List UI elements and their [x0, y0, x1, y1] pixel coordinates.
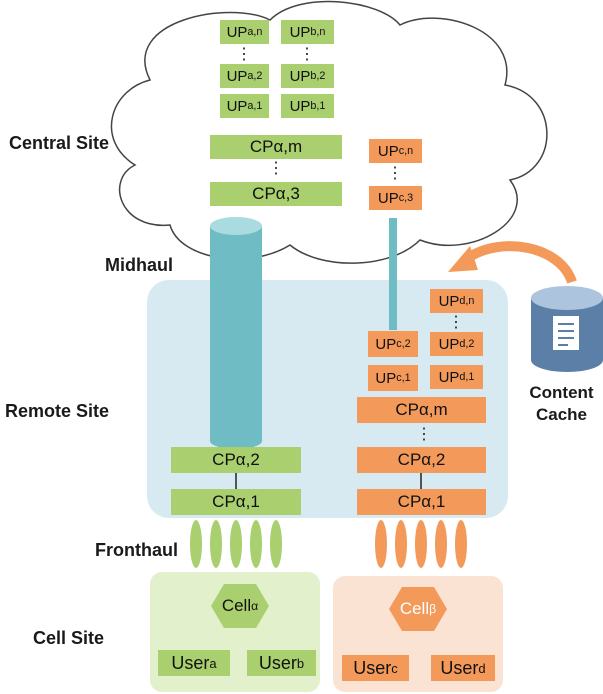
remote-right-cp-2-box: CPα,2 [357, 447, 486, 473]
central-site-label: Central Site [9, 133, 110, 153]
content-cache-icon [531, 286, 603, 372]
cell-site-label: Cell Site [33, 628, 105, 648]
fronthaul-label: Fronthaul [95, 540, 178, 560]
content-cache-line2: Cache [535, 405, 588, 424]
central-cp-ellipsis: ⋮ [268, 160, 284, 177]
up-c-ellipsis: ⋮ [387, 165, 403, 182]
central-cp-m-box: CPα,m [210, 135, 342, 159]
central-cp-3-box: CPα,3 [210, 182, 342, 206]
remote-up-d-ellipsis: ⋮ [448, 314, 464, 331]
cache-arrow [465, 241, 577, 284]
remote-right-cp-ellipsis: ⋮ [416, 426, 432, 443]
up-a-ellipsis: ⋮ [236, 46, 252, 63]
cell-alpha-hexagon [211, 584, 269, 628]
content-cache-label: Content Cache [520, 382, 603, 426]
remote-left-cp-1-box: CPα,1 [171, 489, 301, 515]
midhaul-pipe [210, 217, 262, 449]
remote-site-label: Remote Site [5, 401, 110, 421]
content-cache-line1: Content [529, 383, 594, 402]
remote-right-cp-1-box: CPα,1 [357, 489, 486, 515]
fronthaul-left [190, 520, 282, 568]
fronthaul-right [375, 520, 467, 568]
midhaul-label: Midhaul [105, 255, 173, 275]
remote-right-cp-m-box: CPα,m [357, 397, 486, 423]
cache-arrow-head [448, 246, 478, 272]
remote-left-cp-2-box: CPα,2 [171, 447, 301, 473]
up-b-ellipsis: ⋮ [299, 46, 315, 63]
cell-beta-hexagon [389, 587, 447, 631]
midhaul-thin-pipe [389, 218, 397, 330]
